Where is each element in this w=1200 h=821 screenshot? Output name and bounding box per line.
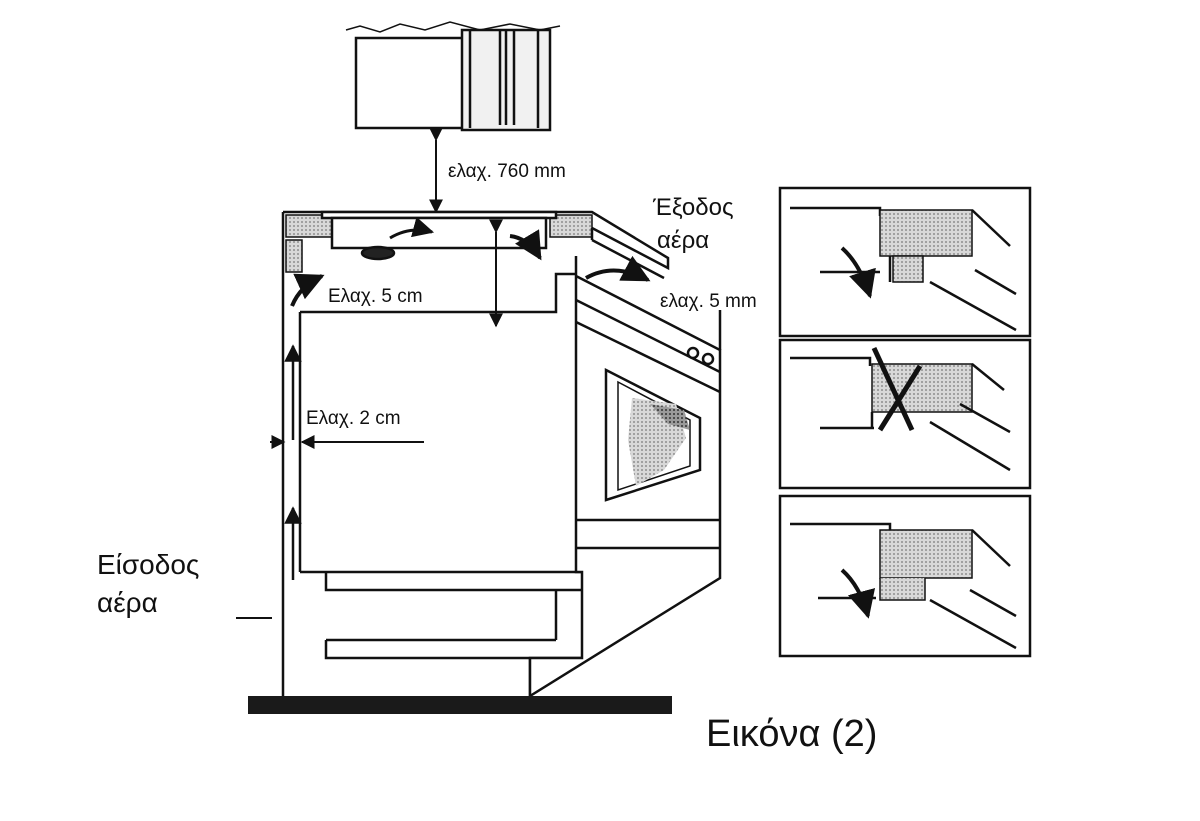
oven [528, 273, 722, 699]
air-outlet-label-line2: αέρα [657, 227, 710, 254]
top-gap-label: Ελαχ. 5 cm [328, 286, 423, 307]
floor-base [248, 696, 672, 714]
hob-unit [320, 210, 558, 261]
wall-cabinet [345, 21, 561, 132]
detail-panel-correct-2 [778, 494, 1032, 658]
air-inlet-label-line2: αέρα [97, 587, 158, 618]
airflow-arrows [284, 273, 325, 580]
detail-panel-incorrect [778, 338, 1032, 490]
air-outlet-arrow [585, 255, 651, 282]
side-gap-label: ελαχ. 5 mm [660, 291, 757, 312]
hood-clearance-label: ελαχ. 760 mm [448, 161, 566, 182]
detail-panel-correct-1 [778, 186, 1032, 338]
figure-caption: Εικόνα (2) [706, 713, 878, 755]
back-gap-label: Ελαχ. 2 cm [306, 408, 401, 429]
air-inlet-label-line1: Είσοδος [97, 549, 200, 580]
air-outlet-label-line1: Έξοδος [653, 194, 734, 221]
worktop [281, 210, 670, 696]
cabinet-body [298, 256, 582, 696]
